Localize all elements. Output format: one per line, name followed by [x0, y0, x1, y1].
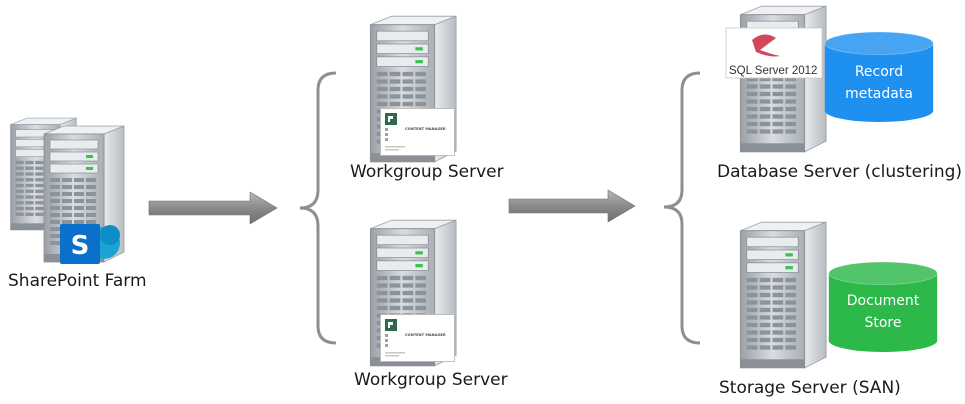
sharepoint-logo-icon: S	[60, 224, 120, 264]
storage-server-label: Storage Server (SAN)	[719, 378, 901, 398]
flow-arrow-1	[148, 191, 278, 225]
workgroup-server-1-label: Workgroup Server	[350, 162, 504, 182]
record-metadata-store: Record metadata	[824, 31, 934, 123]
sql-server-logo-icon: SQL Server 2012	[725, 27, 823, 79]
database-server-node: SQL Server 2012 Record metadata	[725, 5, 934, 153]
workgroup-server-2-node: CONTENT MANAGER	[369, 219, 457, 367]
bracket-right-group	[663, 71, 701, 345]
content-manager-card-icon	[380, 314, 455, 362]
record-metadata-line2: metadata	[845, 86, 913, 102]
database-server-label: Database Server (clustering)	[717, 162, 963, 182]
sql-server-logo-text: SQL Server 2012	[729, 65, 817, 77]
flow-arrow-2	[508, 189, 636, 223]
workgroup-server-2-label: Workgroup Server	[354, 370, 508, 390]
content-manager-card-icon	[380, 108, 455, 156]
document-store-line2: Store	[864, 315, 901, 331]
content-manager-card-text: CONTENT MANAGER	[405, 333, 446, 337]
document-store: Document Store	[828, 261, 938, 353]
server-icon	[739, 221, 827, 369]
document-store-line1: Document	[847, 293, 920, 309]
storage-server-node: Document Store	[739, 221, 938, 369]
sharepoint-logo-letter: S	[71, 231, 90, 261]
workgroup-server-1-node: CONTENT MANAGER	[369, 15, 457, 163]
record-metadata-line1: Record	[855, 64, 903, 80]
content-manager-card-text: CONTENT MANAGER	[405, 127, 446, 131]
sharepoint-farm-label: SharePoint Farm	[8, 271, 147, 291]
sharepoint-farm-node: S	[10, 117, 125, 264]
bracket-left-group	[299, 71, 337, 345]
